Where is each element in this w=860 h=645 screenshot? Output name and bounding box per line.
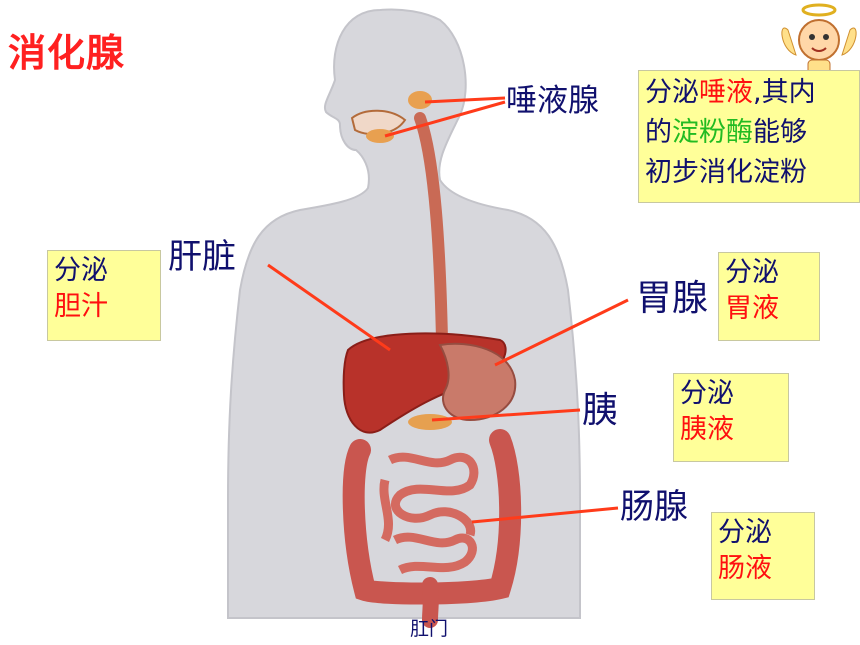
label-salivary-gland: 唾液腺 xyxy=(506,83,599,119)
note-intestinal: 分泌 肠液 xyxy=(711,512,815,600)
note-salivary-text-6: 能够 xyxy=(753,117,807,148)
small-intestine xyxy=(379,452,479,575)
note-salivary-text-2: 唾液 xyxy=(699,77,753,108)
pointer-salivary-lower xyxy=(384,100,506,138)
note-gastric-line-1: 分泌 xyxy=(725,257,779,288)
pointer-intestinal xyxy=(471,506,619,524)
mouth-cavity xyxy=(350,109,407,136)
pancreas xyxy=(408,414,452,430)
rectum xyxy=(422,577,439,628)
note-pancreas-line-2: 胰液 xyxy=(680,414,734,445)
note-intestinal-line-1: 分泌 xyxy=(718,517,772,548)
pointer-gastric xyxy=(494,298,629,367)
label-pancreas: 胰 xyxy=(582,390,619,431)
note-salivary-text-3: ,其内 xyxy=(753,77,816,108)
body-silhouette xyxy=(227,8,581,619)
esophagus xyxy=(414,112,448,346)
note-salivary-text-7: 初步消化淀粉 xyxy=(645,157,807,188)
note-salivary-text-1: 分泌 xyxy=(645,77,699,108)
note-pancreas-line-1: 分泌 xyxy=(680,378,734,409)
note-liver: 分泌 胆汁 xyxy=(47,250,161,341)
salivary-gland-upper xyxy=(408,91,432,109)
note-gastric-line-2: 胃液 xyxy=(725,293,779,324)
salivary-gland-lower xyxy=(366,129,394,143)
note-salivary-text-5: 淀粉酶 xyxy=(672,117,753,148)
label-gastric-gland: 胃腺 xyxy=(636,278,709,319)
note-salivary-text-4: 的 xyxy=(645,117,672,148)
pointer-pancreas xyxy=(431,408,581,422)
note-liver-line-1: 分泌 xyxy=(54,255,108,286)
note-pancreas: 分泌 胰液 xyxy=(673,373,789,462)
pointer-salivary-upper xyxy=(424,96,506,104)
slide-title: 消化腺 xyxy=(8,31,126,75)
angel-mascot-icon xyxy=(781,3,857,77)
note-intestinal-line-2: 肠液 xyxy=(718,553,772,584)
label-intestinal-gland: 肠腺 xyxy=(620,487,688,527)
note-liver-line-2: 胆汁 xyxy=(54,291,108,322)
pointer-lines xyxy=(267,96,629,524)
note-salivary: 分泌唾液,其内 的淀粉酶能够 初步消化淀粉 xyxy=(638,70,860,203)
label-anus: 肛门 xyxy=(410,618,449,640)
label-liver: 肝脏 xyxy=(168,237,236,277)
pointer-liver xyxy=(267,263,391,352)
note-gastric: 分泌 胃液 xyxy=(718,252,820,341)
